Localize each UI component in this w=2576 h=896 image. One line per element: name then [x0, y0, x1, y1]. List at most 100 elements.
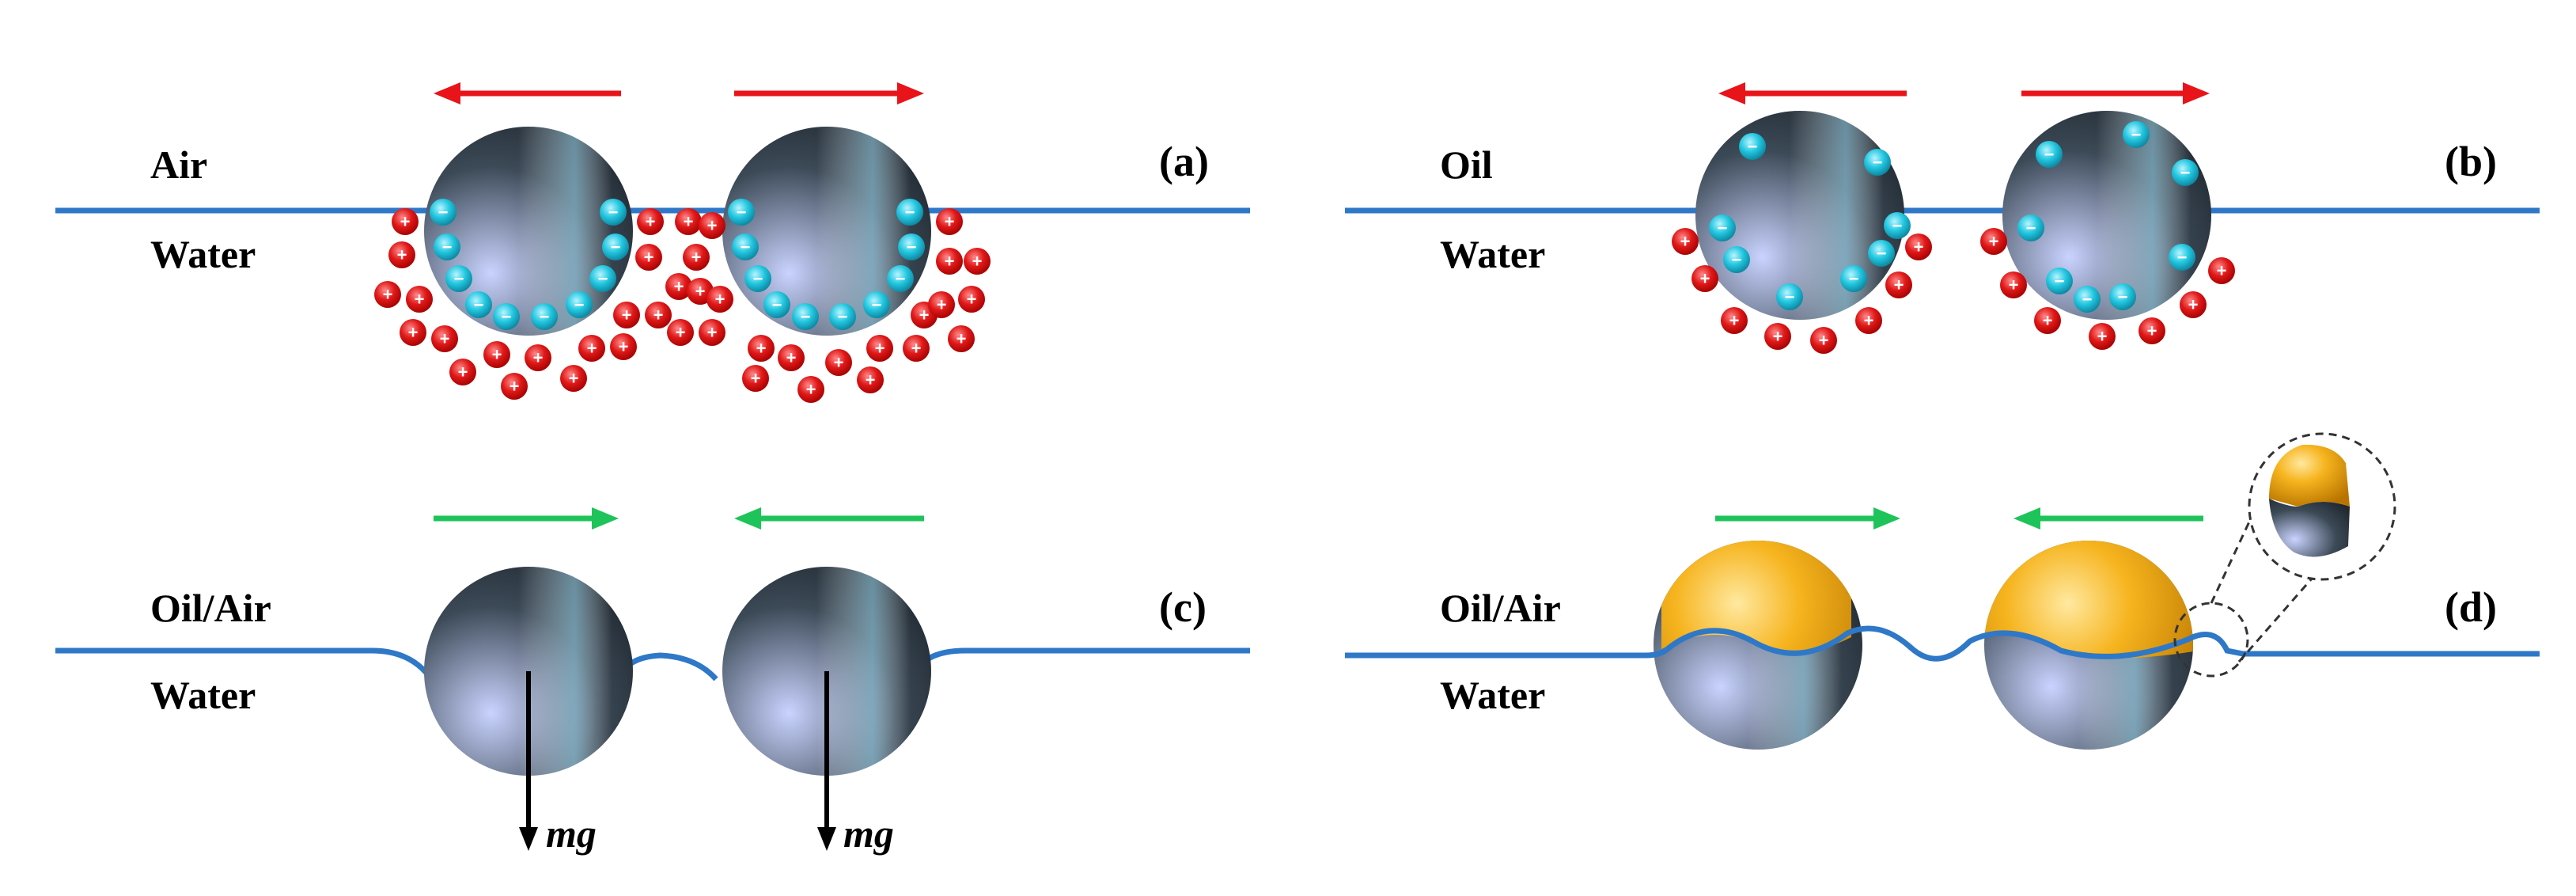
cation-ion: + — [958, 286, 985, 313]
minus-sign: − — [454, 269, 464, 289]
plus-sign: + — [2009, 275, 2019, 295]
plus-sign: + — [646, 212, 656, 232]
plus-sign: + — [492, 345, 502, 365]
cation-ion: + — [1855, 307, 1882, 334]
lower-phase-label: Water — [1440, 673, 1545, 717]
plus-sign: + — [684, 212, 694, 232]
upper-phase-label: Oil/Air — [1440, 586, 1561, 630]
plus-sign: + — [1773, 327, 1783, 347]
anion-ion: − — [445, 265, 472, 292]
minus-sign: − — [2082, 290, 2093, 309]
anion-ion: − — [2036, 141, 2063, 168]
minus-sign: − — [1718, 218, 1728, 238]
cation-ion: + — [683, 244, 710, 271]
inset-core-segment — [2269, 499, 2350, 557]
anion-ion: − — [589, 265, 616, 292]
anion-ion: − — [602, 233, 629, 260]
zoom-inset — [2248, 432, 2396, 581]
anion-ion: − — [2074, 286, 2101, 313]
cation-ion: + — [2089, 323, 2116, 350]
cation-ion: + — [1905, 233, 1932, 260]
minus-sign: − — [801, 307, 811, 327]
minus-sign: − — [474, 295, 484, 315]
plus-sign: + — [1894, 275, 1904, 295]
plus-sign: + — [751, 369, 761, 389]
cation-ion: + — [560, 365, 587, 392]
cation-ion: + — [406, 286, 433, 313]
cation-ion: + — [699, 212, 725, 239]
cation-ion: + — [665, 273, 692, 300]
anion-ion: − — [493, 303, 520, 330]
panel-label: (a) — [1159, 138, 1209, 185]
anion-ion: − — [863, 291, 890, 318]
plus-sign: + — [786, 348, 797, 368]
cation-ion: + — [1885, 271, 1912, 298]
plus-sign: + — [622, 306, 632, 325]
plus-sign: + — [945, 212, 955, 232]
anion-ion: − — [728, 199, 755, 226]
panel-b: −− −− −− −− −− −− −− −− ++ ++ ++ ++ ++ +… — [1345, 82, 2540, 354]
panel-c: mg mg Oil/Air Water (c) — [55, 507, 1250, 856]
minus-sign: − — [872, 295, 882, 315]
cation-ion: + — [483, 341, 510, 368]
janus-particle-d-right — [1984, 541, 2193, 750]
plus-sign: + — [2217, 261, 2227, 281]
anion-ion: − — [1776, 283, 1803, 310]
minus-sign: − — [1849, 269, 1859, 289]
anion-ion: − — [1840, 265, 1867, 292]
cation-ion: + — [392, 208, 419, 235]
cation-ion: + — [964, 248, 991, 275]
plus-sign: + — [653, 306, 664, 325]
plus-sign: + — [2147, 321, 2157, 341]
plus-sign: + — [972, 252, 983, 271]
plus-sign: + — [676, 323, 686, 343]
anion-ion: − — [2017, 215, 2044, 241]
cation-ion: + — [866, 335, 893, 362]
anion-ion: − — [434, 233, 460, 260]
plus-sign: + — [756, 339, 767, 359]
anion-ion: − — [566, 291, 593, 318]
plus-sign: + — [533, 348, 544, 368]
cation-ion: + — [707, 286, 733, 313]
gravity-arrow-right — [817, 671, 836, 851]
lower-phase-label: Water — [150, 232, 256, 276]
minus-sign: − — [608, 203, 619, 222]
plus-sign: + — [691, 248, 702, 268]
anion-ion: − — [531, 303, 558, 330]
cation-ion: + — [637, 208, 664, 235]
plus-sign: + — [2097, 327, 2108, 347]
cation-ion: + — [797, 376, 824, 403]
anion-ion: − — [1709, 215, 1736, 241]
minus-sign: − — [1873, 153, 1883, 173]
minus-sign: − — [838, 307, 848, 327]
cation-ion: + — [1691, 265, 1718, 292]
plus-sign: + — [1700, 269, 1710, 289]
anion-ion: − — [465, 291, 492, 318]
plus-sign: + — [510, 377, 520, 397]
plus-sign: + — [945, 252, 955, 271]
cation-ion: + — [388, 241, 415, 268]
plus-sign: + — [2043, 311, 2053, 331]
plus-sign: + — [2188, 295, 2199, 315]
cation-ion: + — [449, 359, 476, 385]
cation-ion: + — [1672, 228, 1699, 255]
anion-ion: − — [763, 291, 790, 318]
plus-sign: + — [1989, 232, 1999, 252]
anion-ion: − — [2046, 268, 2073, 294]
cation-ion: + — [1980, 228, 2007, 255]
minus-sign: − — [1892, 216, 1903, 236]
minus-sign: − — [741, 237, 751, 257]
anion-ion: − — [887, 265, 914, 292]
anion-ion: − — [2172, 159, 2199, 186]
wavy-interface — [1345, 625, 2540, 662]
plus-sign: + — [875, 339, 885, 359]
cation-ion: + — [2138, 317, 2165, 344]
minus-sign: − — [2118, 287, 2128, 307]
cation-ion: + — [400, 319, 426, 346]
plus-sign: + — [1680, 232, 1691, 252]
cation-ion: + — [903, 335, 930, 362]
cation-cloud-a: ++ ++ ++ ++ ++ ++ ++ ++ ++ ++ ++ ++ ++ +… — [374, 208, 991, 403]
cation-ion: + — [2208, 257, 2235, 284]
anion-ion: − — [1723, 246, 1750, 273]
plus-sign: + — [695, 282, 706, 302]
